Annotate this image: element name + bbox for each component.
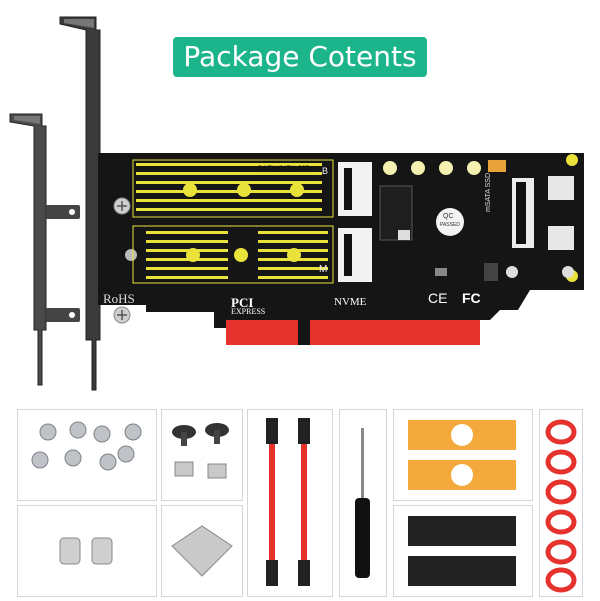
express-logo-text: EXPRESS bbox=[231, 307, 266, 316]
key-m-marker: M bbox=[319, 264, 328, 275]
qc-sticker-text: QC bbox=[443, 213, 454, 220]
fc-mark: FC bbox=[462, 290, 481, 306]
key-b-marker: B bbox=[322, 166, 329, 176]
full-height-bracket bbox=[59, 16, 101, 391]
thermal-pad-icon bbox=[408, 420, 516, 490]
item-box-standoffs bbox=[17, 505, 157, 597]
item-box-bolts bbox=[161, 409, 243, 501]
ce-mark: CE bbox=[428, 290, 448, 306]
item-box-screws bbox=[17, 409, 157, 501]
standoffs-icon bbox=[59, 537, 113, 565]
nvme-label: NVME bbox=[334, 296, 367, 308]
screws-icon bbox=[31, 421, 142, 471]
item-box-o-rings bbox=[539, 409, 583, 597]
item-box-mounting-bracket bbox=[161, 505, 243, 597]
package-contents-title: Package Cotents bbox=[173, 37, 427, 77]
low-profile-bracket bbox=[9, 113, 80, 386]
item-box-heatsink-pads bbox=[393, 505, 533, 597]
msata-ssd-label: mSATA SSD bbox=[485, 172, 492, 212]
mounting-plate-icon bbox=[171, 525, 233, 577]
screwdriver-icon bbox=[355, 428, 370, 578]
pcie-edge-connector bbox=[226, 318, 480, 345]
sata-cable-icon bbox=[266, 418, 310, 586]
rohs-label: RoHS bbox=[103, 291, 135, 306]
item-box-thermal-pads bbox=[393, 409, 533, 501]
pcb-board bbox=[98, 153, 584, 345]
item-box-sata-cables bbox=[247, 409, 333, 597]
rubber-rings-icon bbox=[545, 419, 577, 593]
bolts-icon bbox=[172, 423, 229, 479]
bkey-sata-label: B KEY (SATA) SSD bbox=[258, 166, 311, 172]
qc-passed-text: PASSED bbox=[440, 222, 460, 228]
item-box-screwdriver bbox=[339, 409, 387, 597]
black-pad-icon bbox=[408, 516, 516, 586]
pci-logo-text: PCI bbox=[231, 295, 254, 310]
